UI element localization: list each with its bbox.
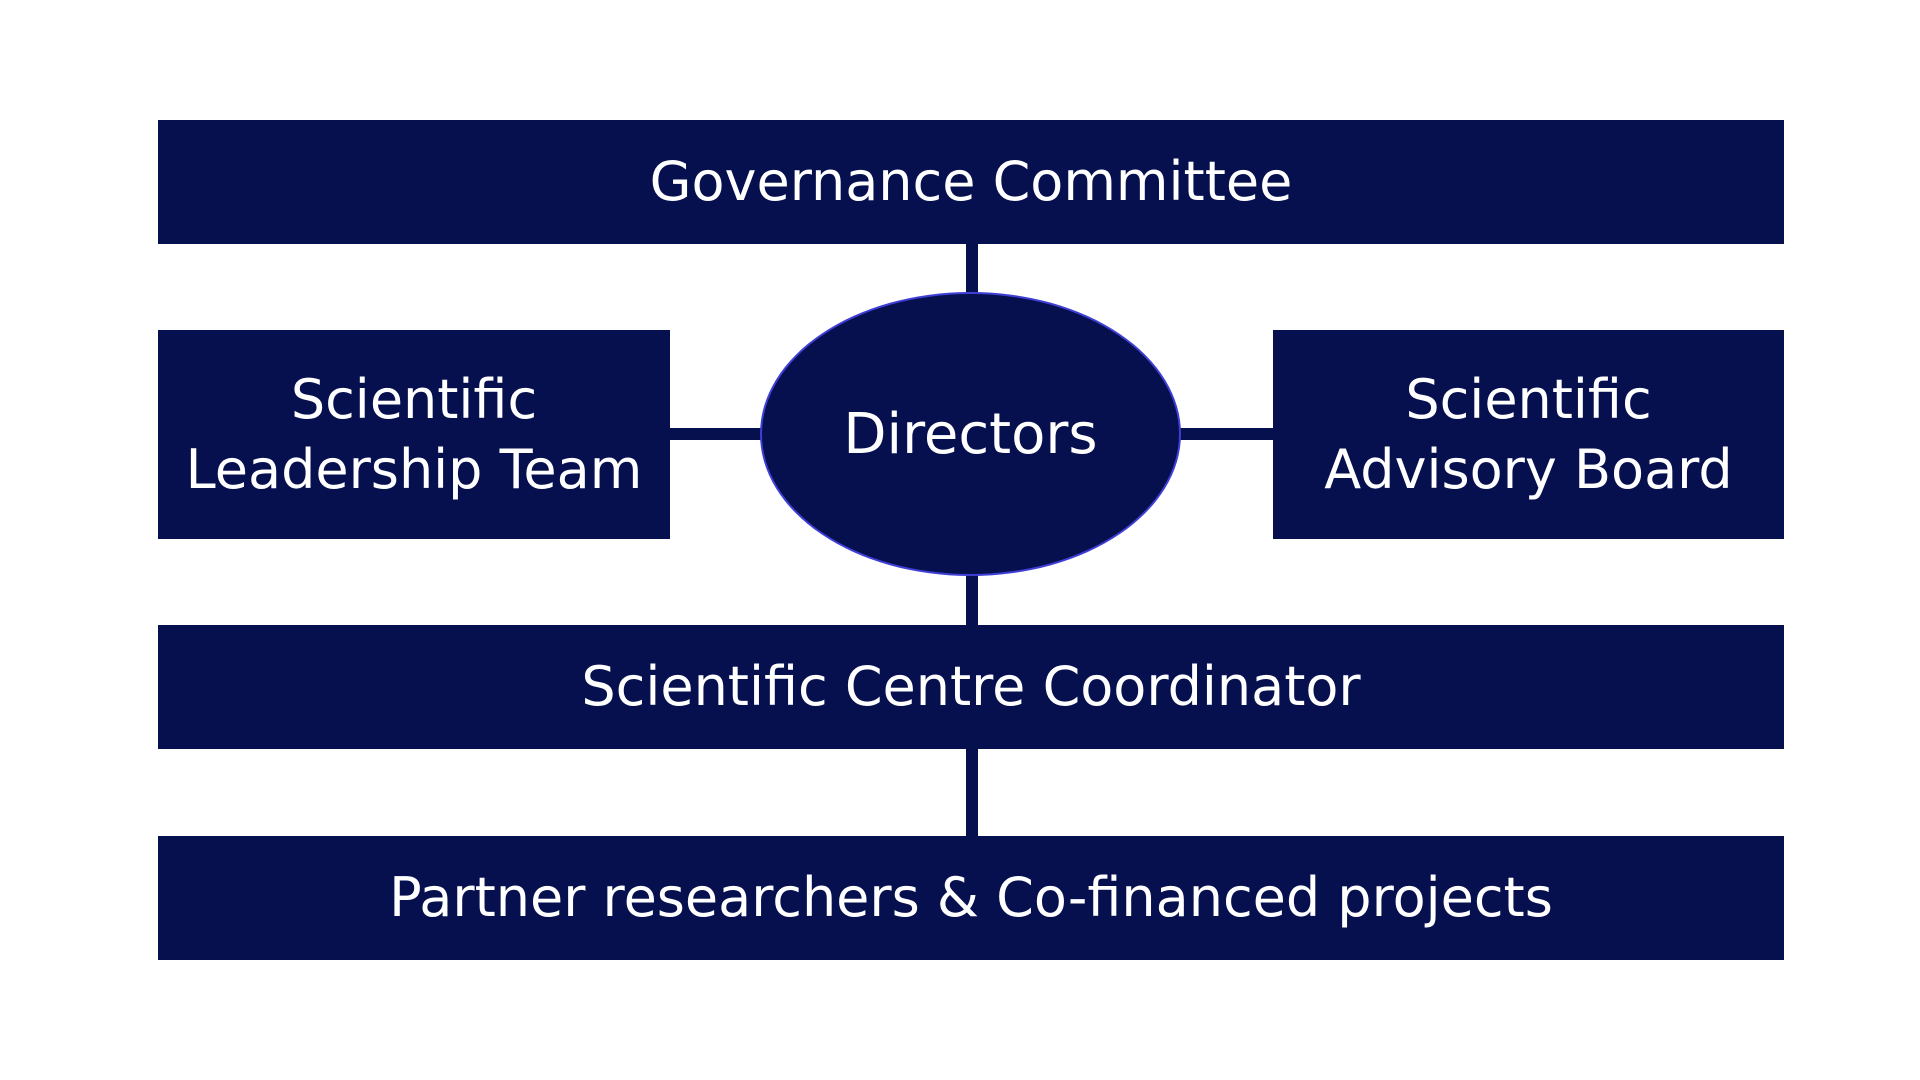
governance-committee-label: Governance Committee [649, 150, 1293, 213]
connector-directors-coordinator [966, 574, 978, 626]
connector-governance-directors [966, 244, 978, 294]
scientific-advisory-board-label: Scientific Advisory Board [1324, 367, 1733, 501]
directors-label: Directors [843, 401, 1098, 467]
scientific-centre-coordinator-box: Scientific Centre Coordinator [158, 625, 1784, 749]
scientific-advisory-board-box: Scientific Advisory Board [1273, 330, 1784, 539]
connector-leadership-directors [670, 428, 762, 440]
scientific-centre-coordinator-label: Scientific Centre Coordinator [581, 655, 1361, 718]
scientific-leadership-team-label: Scientific Leadership Team [185, 367, 643, 501]
directors-ellipse: Directors [760, 292, 1181, 576]
partner-researchers-box: Partner researchers & Co-financed projec… [158, 836, 1784, 960]
partner-researchers-label: Partner researchers & Co-financed projec… [389, 866, 1553, 929]
governance-committee-box: Governance Committee [158, 120, 1784, 244]
connector-directors-advisory [1179, 428, 1273, 440]
connector-coordinator-partners [966, 749, 978, 836]
scientific-leadership-team-box: Scientific Leadership Team [158, 330, 670, 539]
